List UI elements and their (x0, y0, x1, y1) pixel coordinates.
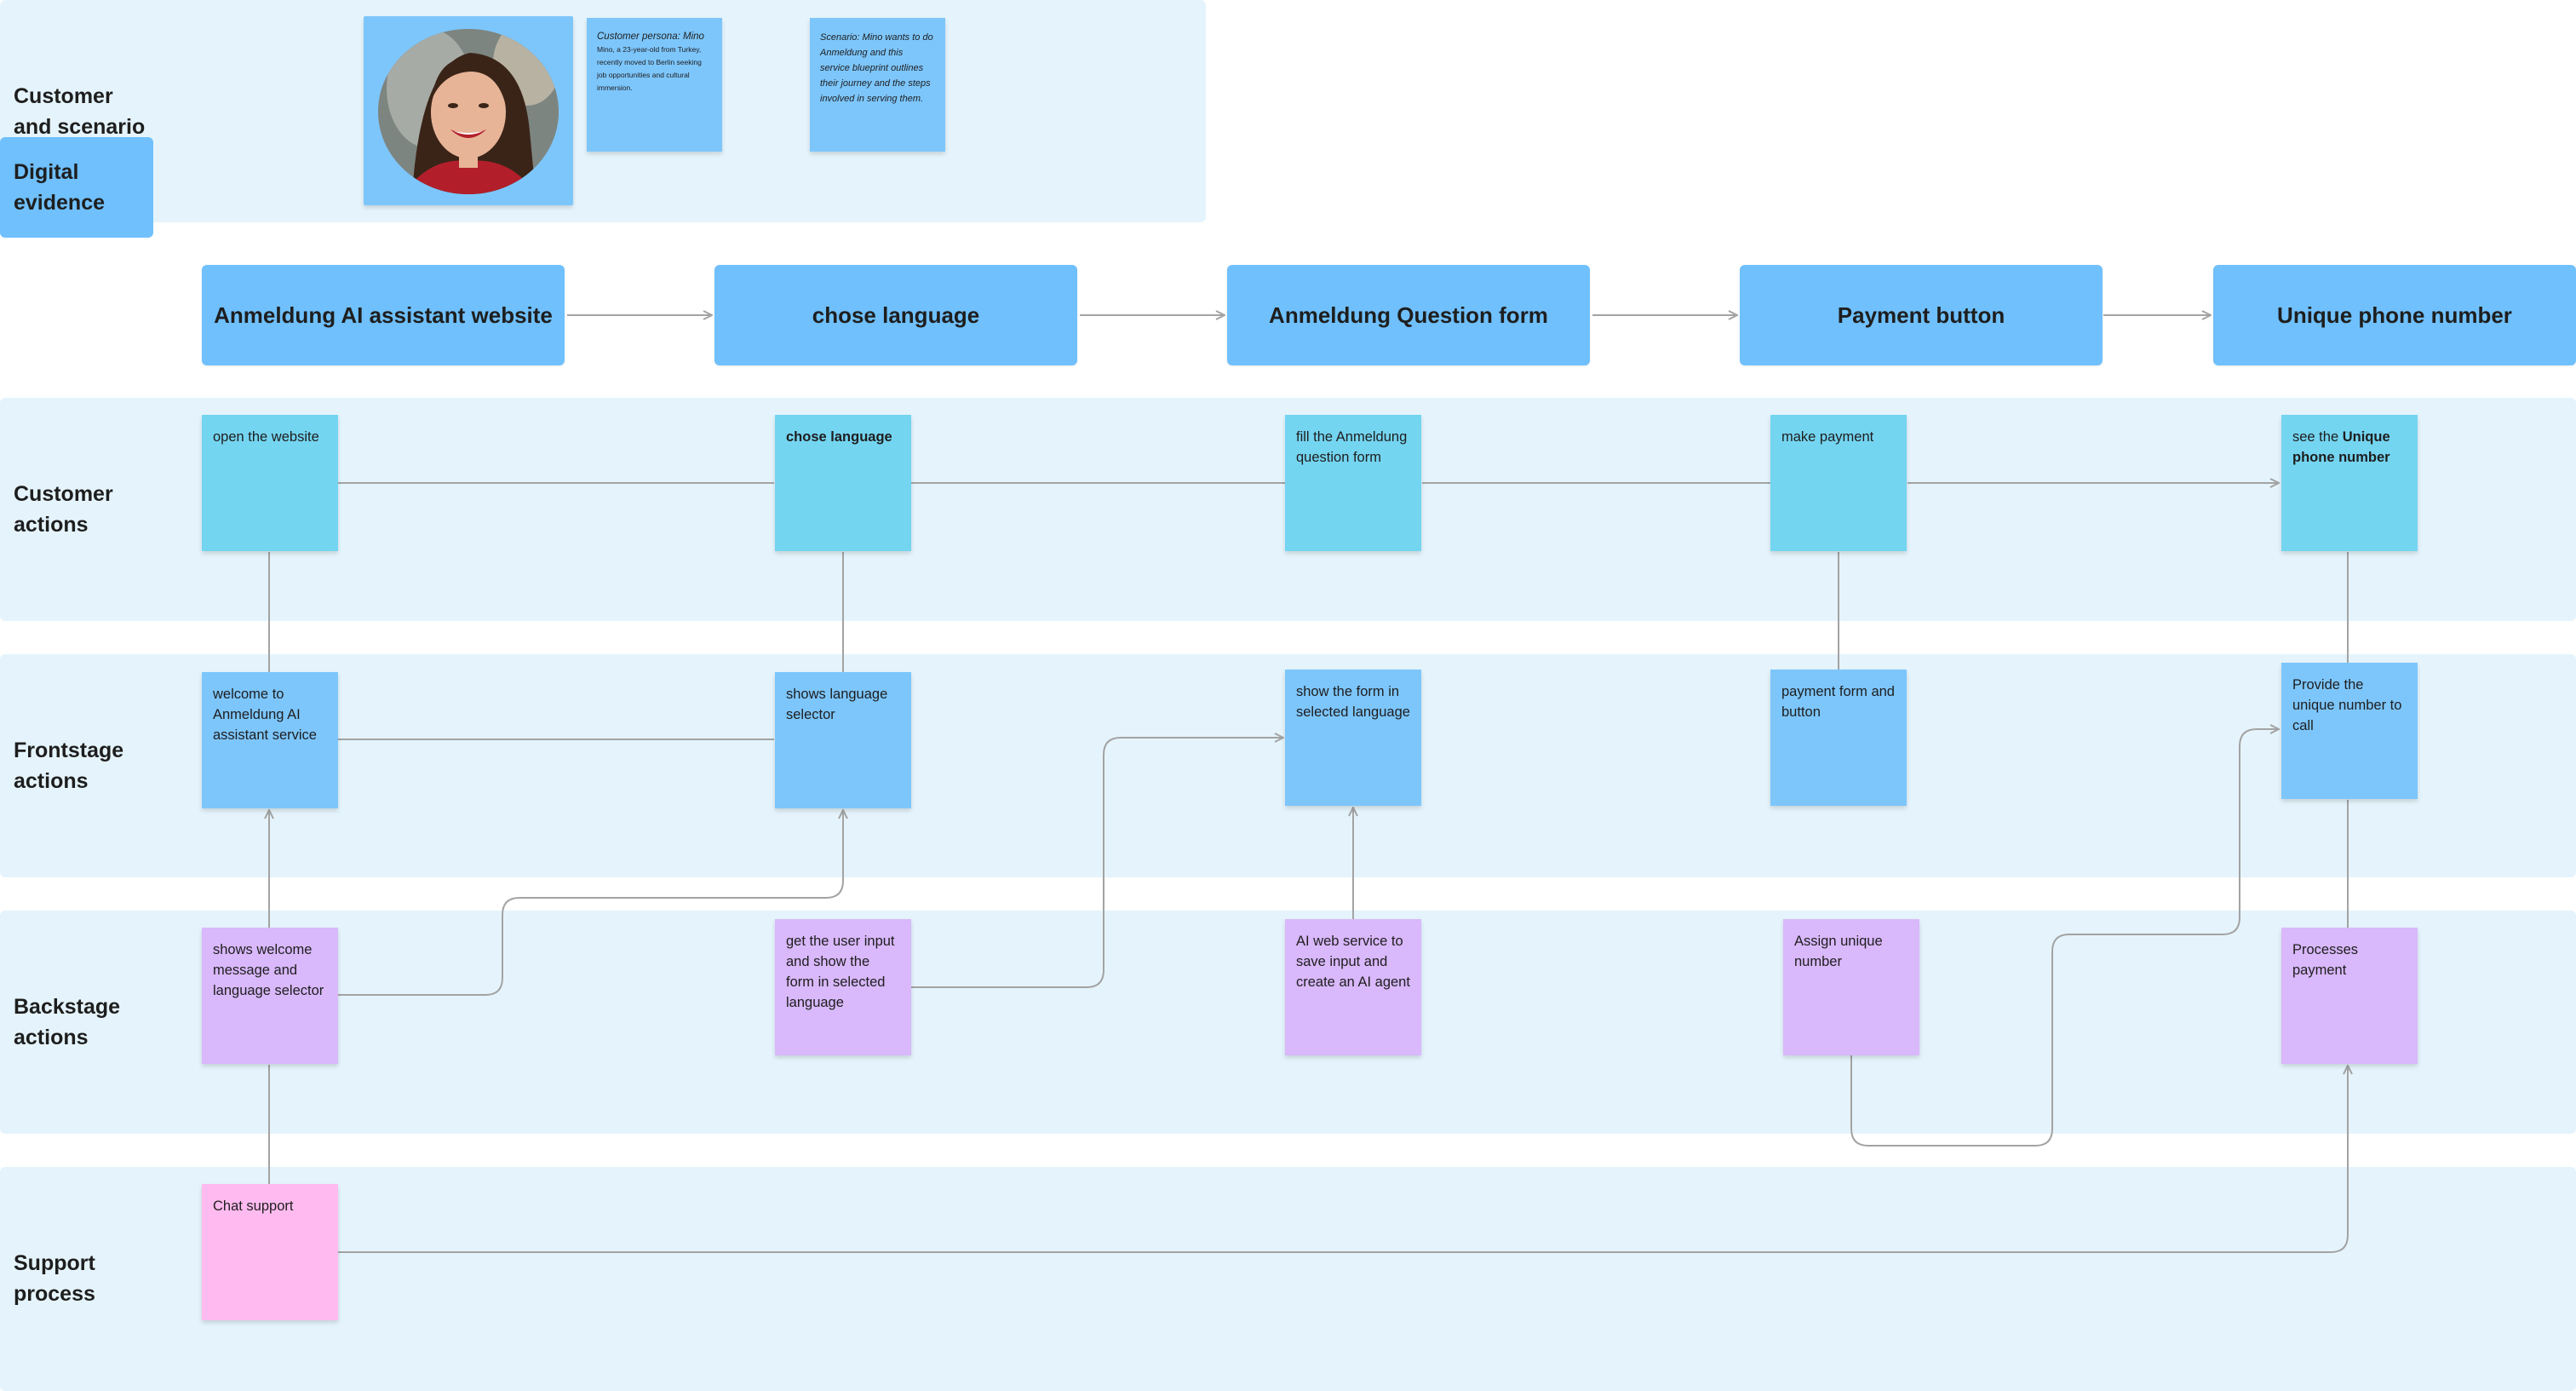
lane-label-customer-scenario: Customer and scenario (14, 84, 146, 139)
persona-title: Customer persona: Mino (597, 32, 704, 42)
sticky-get-user-input: get the user input and show the form in … (775, 919, 911, 1055)
sticky-chat-support: Chat support (202, 1184, 338, 1320)
sticky-provide-number: Provide the unique number to call (2281, 663, 2418, 799)
evidence-chose-language: chose language (714, 265, 1077, 365)
lane-label-support-process: Support process (14, 1251, 95, 1306)
evidence-unique-phone-number: Unique phone number (2213, 265, 2576, 365)
arrow-chat-to-processes (338, 1066, 2348, 1253)
evidence-ai-assistant-website: Anmeldung AI assistant website (202, 265, 565, 365)
persona-card (364, 16, 573, 205)
sticky-language-selector: shows language selector (775, 672, 911, 808)
sticky-fill-form: fill the Anmeldung question form (1285, 415, 1421, 551)
sticky-show-form: show the form in selected language (1285, 670, 1421, 806)
arrow-input-to-show-form (911, 738, 1283, 988)
sticky-ai-web-service: AI web service to save input and create … (1285, 919, 1421, 1055)
lane-label-frontstage-actions: Frontstage actions (14, 739, 124, 793)
evidence-payment-button: Payment button (1740, 265, 2103, 365)
sticky-open-website: open the website (202, 415, 338, 551)
arrow-assign-to-provide (1850, 729, 2279, 1147)
lane-label-backstage-actions: Backstage actions (14, 995, 121, 1049)
sticky-chose-language: chose language (775, 415, 911, 551)
sticky-see-number-bold: Unique phone number (2292, 429, 2390, 465)
persona-body: Mino, a 23-year-old from Turkey, recentl… (597, 45, 702, 92)
sticky-processes-payment: Processes payment (2281, 928, 2418, 1064)
persona-avatar (378, 29, 559, 194)
scenario-note: Scenario: Mino wants to do Anmeldung and… (810, 18, 945, 152)
sticky-make-payment: make payment (1770, 415, 1907, 551)
lane-support-process (0, 1167, 2576, 1391)
sticky-see-number-prefix: see the (2292, 429, 2343, 445)
lane-label-customer-actions: Customer actions (14, 482, 113, 537)
sticky-assign-number: Assign unique number (1783, 919, 1919, 1055)
lane-label-digital-evidence: Digital evidence (0, 137, 153, 238)
sticky-chose-language-text: chose language (786, 429, 892, 445)
scenario-text: Scenario: Mino wants to do Anmeldung and… (820, 32, 933, 104)
arrow-welcome-msg-to-selector (338, 810, 843, 996)
digital-evidence-label-text: Digital evidence (14, 160, 106, 215)
sticky-welcome-message: shows welcome message and language selec… (202, 928, 338, 1064)
sticky-see-number: see the Unique phone number (2281, 415, 2418, 551)
sticky-payment-form: payment form and button (1770, 670, 1907, 806)
evidence-question-form: Anmeldung Question form (1227, 265, 1590, 365)
persona-note: Customer persona: Mino Mino, a 23-year-o… (587, 18, 722, 152)
sticky-welcome: welcome to Anmeldung AI assistant servic… (202, 672, 338, 808)
